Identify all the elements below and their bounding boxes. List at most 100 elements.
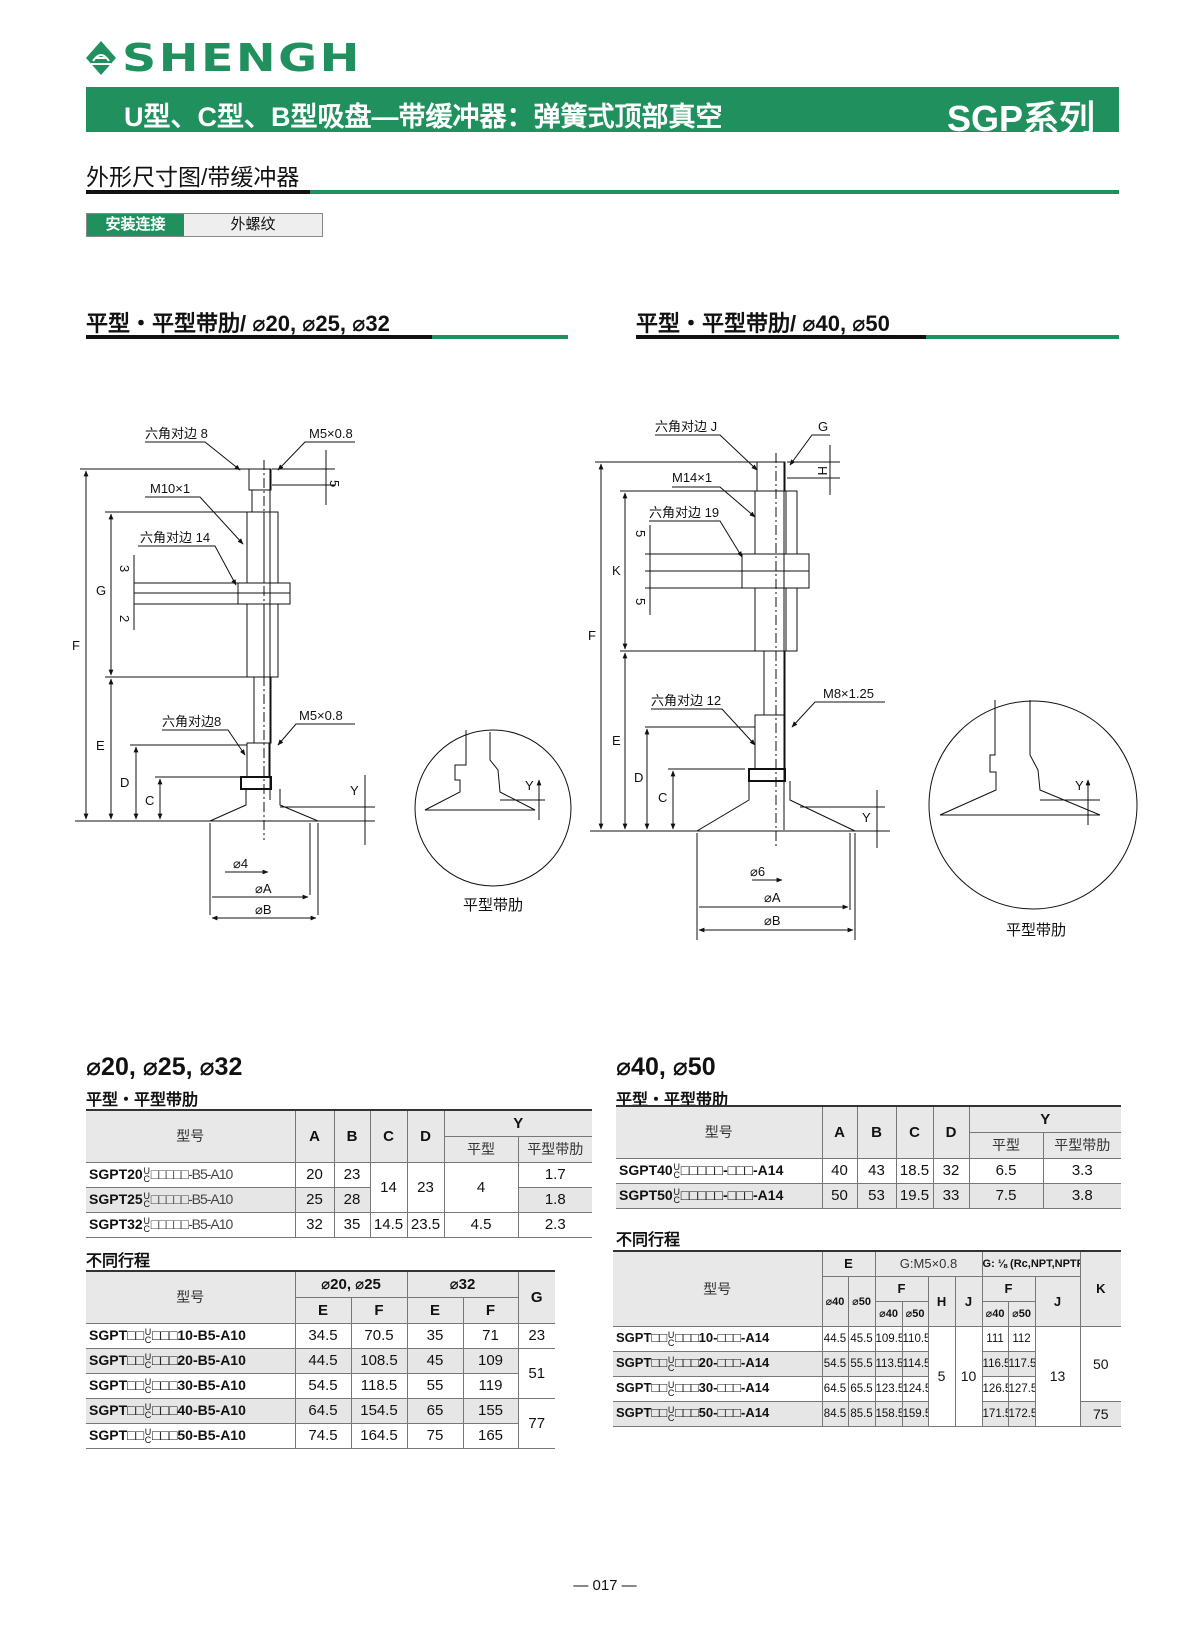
header-group-32: ⌀32 [406, 1270, 519, 1298]
cell-G: 23 [517, 1323, 556, 1349]
left-stroke-heading: 不同行程 [86, 1253, 151, 1270]
right-stroke-table: 型号 E G:M5×0.8 G: ⅛ (Rc,NPT,NPTF) K ⌀40 ⌀… [613, 1250, 1122, 1427]
cell-F-50-eighth: 117.5 [1007, 1351, 1036, 1377]
header-F-40: ⌀40 [874, 1301, 903, 1327]
cell-F-40: 109.5 [874, 1326, 903, 1352]
label-G: G [818, 419, 828, 434]
cell-E-50: 45.5 [847, 1326, 876, 1352]
section-title: 外形尺寸图/带缓冲器 [86, 164, 300, 190]
header-Y-flat: 平型 [968, 1132, 1044, 1159]
cell-F-40-eighth: 126.5 [981, 1376, 1009, 1402]
label-dim-5b: 5 [633, 598, 648, 605]
cell-E-50: 55.5 [847, 1351, 876, 1377]
right-figure-heading: 平型・平型带肋/ ⌀40, ⌀50 [636, 311, 890, 336]
cell-Y-flat: 4 [443, 1162, 519, 1213]
cell-F: 165 [462, 1423, 519, 1449]
label-phiA: ⌀A [764, 890, 781, 905]
label-H: H [815, 466, 830, 475]
page-number: — 017 — [573, 1577, 637, 1594]
left-figure-heading: 平型・平型带肋/ ⌀20, ⌀25, ⌀32 [86, 311, 390, 336]
cell-Y-ribbed: 1.8 [517, 1187, 593, 1213]
cell-E: 35 [406, 1323, 464, 1349]
cell-K: 50 [1079, 1326, 1122, 1402]
cell-D: 23 [406, 1162, 445, 1213]
header-model: 型号 [86, 1270, 296, 1324]
header-F-40: ⌀40 [981, 1301, 1009, 1327]
cell-E: 64.5 [294, 1398, 352, 1424]
cell-Y-ribbed: 1.7 [517, 1162, 593, 1188]
label-hex-top: 六角对边 8 [145, 426, 208, 441]
cell-F-50: 114.5 [901, 1351, 929, 1377]
brand-logo: SHENGH [86, 36, 359, 80]
label-hex-low: 六角对边8 [162, 714, 221, 729]
label-thread-low: M5×0.8 [299, 708, 343, 723]
left-drawing-labels: 六角对边 8 M5×0.8 M10×1 六角对边 14 六角对边8 M5×0.8… [72, 426, 534, 917]
cell-E-40: 44.5 [821, 1326, 849, 1352]
right-table-subheading: 平型・平型带肋 [616, 1092, 729, 1109]
header-Y-flat: 平型 [443, 1136, 519, 1163]
cell-F: 118.5 [350, 1373, 408, 1399]
cell-B: 53 [856, 1183, 897, 1209]
cell-B: 23 [333, 1162, 371, 1188]
cell-Y-ribbed: 3.3 [1042, 1158, 1122, 1184]
header-Y: Y [443, 1109, 593, 1137]
label-detail-Y: Y [1075, 778, 1084, 793]
cell-F-50-eighth: 172.5 [1007, 1401, 1036, 1427]
right-drawing-labels: 六角对边 J G H M14×1 六角对边 19 六角对边 12 M8×1.25… [588, 419, 1084, 939]
label-C: C [145, 793, 154, 808]
mount-value: 外螺纹 [184, 214, 322, 236]
cell-G: 77 [517, 1398, 556, 1449]
header-D: D [406, 1109, 445, 1163]
cell-Y-ribbed: 2.3 [517, 1212, 593, 1238]
cell-Y-flat: 6.5 [968, 1158, 1044, 1184]
label-hex-top: 六角对边 J [655, 419, 717, 434]
header-K: K [1079, 1250, 1122, 1327]
header-F-50: ⌀50 [1007, 1301, 1036, 1327]
cell-B: 35 [333, 1212, 371, 1238]
header-E-50: ⌀50 [847, 1276, 876, 1327]
cell-E: 54.5 [294, 1373, 352, 1399]
section-rule-green [310, 190, 1119, 194]
header-Y: Y [968, 1105, 1122, 1133]
cell-A: 32 [294, 1212, 335, 1238]
header-F-50: ⌀50 [901, 1301, 929, 1327]
cell-F-40-eighth: 111 [981, 1326, 1009, 1352]
cell-E: 65 [406, 1398, 464, 1424]
cell-D: 32 [932, 1158, 970, 1184]
cell-E: 44.5 [294, 1348, 352, 1374]
label-E: E [612, 733, 621, 748]
header-F: F [981, 1276, 1036, 1302]
cell-F-40-eighth: 171.5 [981, 1401, 1009, 1427]
cell-F: 109 [462, 1348, 519, 1374]
label-D: D [634, 770, 643, 785]
label-detail-ribbed: 平型带肋 [1006, 922, 1066, 939]
cell-F: 70.5 [350, 1323, 408, 1349]
cell-F-50: 159.5 [901, 1401, 929, 1427]
label-E: E [96, 738, 105, 753]
cell-Y-flat: 4.5 [443, 1212, 519, 1238]
cell-E-40: 84.5 [821, 1401, 849, 1427]
cell-A: 20 [294, 1162, 335, 1188]
header-B: B [856, 1105, 897, 1159]
left-table-heading: ⌀20, ⌀25, ⌀32 [86, 1053, 243, 1081]
header-model: 型号 [616, 1105, 823, 1159]
cell-F-50: 110.5 [901, 1326, 929, 1352]
cell-F: 155 [462, 1398, 519, 1424]
header-F: F [462, 1297, 519, 1324]
cell-E: 74.5 [294, 1423, 352, 1449]
label-C: C [658, 790, 667, 805]
left-table-subheading: 平型・平型带肋 [86, 1092, 199, 1109]
dimension-drawings: 六角对边 8 M5×0.8 M10×1 六角对边 14 六角对边8 M5×0.8… [72, 419, 1138, 940]
